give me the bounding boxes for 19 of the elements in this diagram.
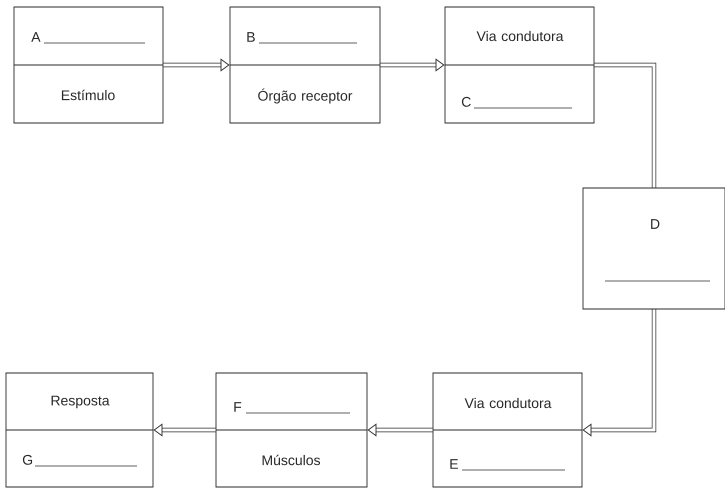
- node-label: Via condutora: [476, 30, 564, 42]
- node-label: F: [234, 402, 242, 412]
- flow-box: A Estímulo: [14, 6, 164, 124]
- node-label: Músculos: [262, 454, 320, 466]
- node-label: E: [450, 459, 458, 469]
- node-label: G: [22, 454, 32, 465]
- flow-box: B Órgão receptor: [230, 6, 380, 124]
- flow-box: Via condutora E: [432, 372, 582, 488]
- flow-box: Via condutora C: [444, 6, 594, 124]
- node-label: Estímulo: [62, 90, 115, 100]
- flow-box: D: [582, 188, 725, 310]
- flow-box: F Músculos: [216, 372, 368, 488]
- node-label: Órgão receptor: [258, 88, 352, 104]
- node-label: Resposta: [52, 396, 110, 408]
- flow-box: Resposta G: [6, 372, 154, 488]
- node-label: A: [31, 32, 41, 42]
- node-label: C: [462, 96, 471, 107]
- node-label: B: [247, 32, 255, 42]
- node-label: Via condutora: [464, 398, 552, 408]
